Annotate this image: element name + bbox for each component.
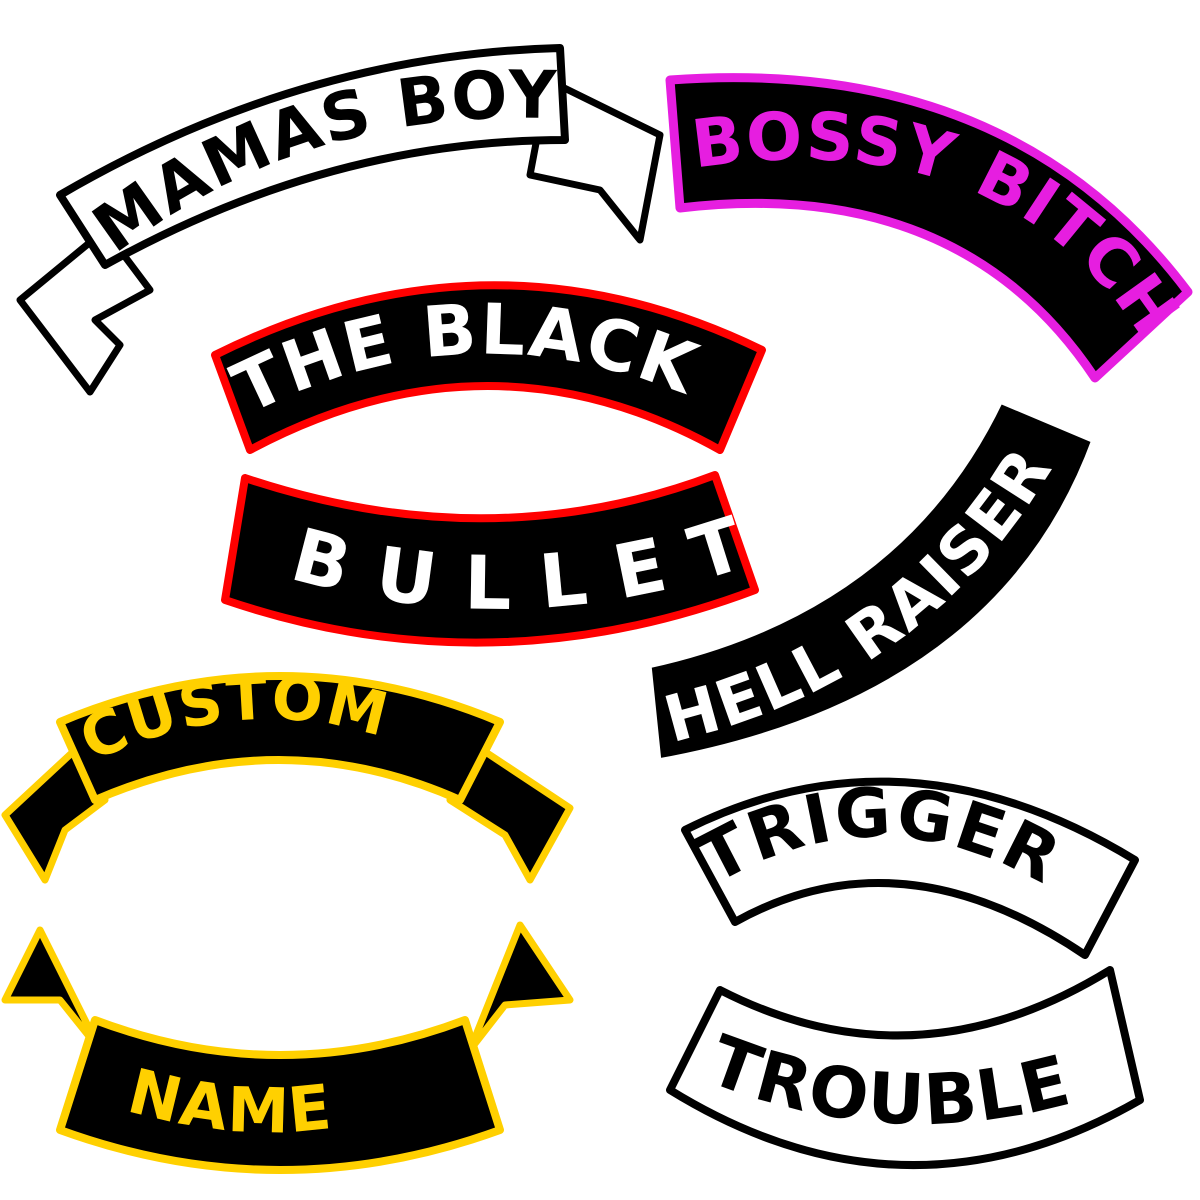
patch-bossy-bitch: BOSSY BITCH bbox=[665, 73, 1193, 383]
patch-text: MAMAS BOY bbox=[79, 56, 559, 267]
patch-the-black: THE BLACK bbox=[211, 281, 766, 454]
patch-trouble: TROUBLE bbox=[666, 966, 1144, 1170]
patch-bullet: BULLET bbox=[221, 471, 759, 647]
patch-trigger: TRIGGER bbox=[681, 774, 1139, 959]
patch-name: NAME bbox=[1, 921, 574, 1174]
patch-custom: CUSTOM bbox=[1, 663, 574, 884]
